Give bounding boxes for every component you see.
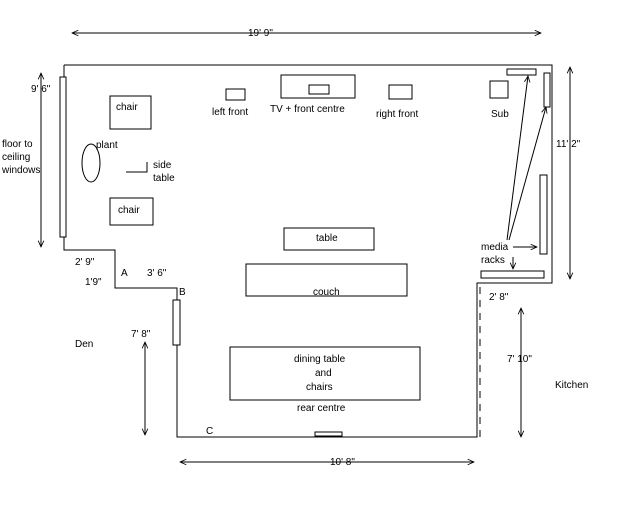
left-height-dimension-label: 9' 6"	[31, 84, 51, 95]
lower-width-dimension-label: 10' 8"	[330, 457, 355, 468]
top-width-dimension-label: 19' 9"	[248, 28, 273, 39]
right-offset-dimension-label: 2' 8"	[489, 292, 509, 303]
step-to-pillar-label: 3' 6"	[147, 268, 167, 279]
point-b-label: B	[179, 287, 186, 298]
sub-label: Sub	[491, 109, 509, 120]
tv-front-centre-label: TV + front centre	[270, 104, 345, 115]
windows-label-line1: floor to	[2, 139, 33, 150]
media-racks-label-line2: racks	[481, 255, 505, 266]
coffee-table	[283, 227, 375, 251]
point-c-label: C	[206, 426, 213, 437]
step-horizontal-label: 2' 9"	[75, 257, 95, 268]
kitchen-label: Kitchen	[555, 380, 588, 391]
right-height-dimension-label: 11' 2"	[556, 139, 581, 150]
side-table	[126, 162, 148, 173]
dining-label-line2: and	[315, 368, 332, 379]
media-rack-right-lower	[539, 174, 548, 255]
dining-table	[229, 346, 421, 401]
plant-icon	[81, 143, 101, 183]
coffee-table-label: table	[316, 233, 338, 244]
plant-label: plant	[96, 140, 118, 151]
point-a-label: A	[121, 268, 128, 279]
media-rack-top	[506, 68, 537, 76]
couch	[245, 263, 408, 297]
media-racks-label-line1: media	[481, 242, 509, 253]
chair-top-label: chair	[116, 102, 138, 113]
media-rack-right-upper	[543, 72, 551, 108]
media-pointer-right-upper	[508, 107, 546, 241]
dining-label-line1: dining table	[294, 354, 346, 365]
windows-label-line3: windows	[1, 165, 40, 176]
left-front-label: left front	[212, 107, 248, 118]
chair-top	[109, 95, 152, 130]
windows-label-line2: ceiling	[2, 152, 30, 163]
chair-bottom-label: chair	[118, 205, 140, 216]
rear-centre-label: rear centre	[297, 403, 346, 414]
chair-bottom	[109, 197, 154, 226]
lower-left-height-dimension-label: 7' 8"	[131, 329, 151, 340]
window-strip	[59, 76, 67, 238]
lower-right-height-dimension-label: 7' 10"	[507, 354, 532, 365]
right-front-speaker	[388, 84, 413, 100]
pillar	[172, 299, 181, 346]
side-table-label-line1: side	[153, 160, 172, 171]
subwoofer	[489, 80, 509, 99]
media-rack-bottom	[480, 270, 545, 279]
step-vertical-label: 1'9"	[85, 277, 102, 288]
media-pointer-top	[506, 76, 528, 241]
right-front-label: right front	[376, 109, 418, 120]
side-table-label-line2: table	[153, 173, 175, 184]
couch-label: couch	[313, 287, 340, 298]
dining-label-line3: chairs	[306, 382, 333, 393]
room-outline	[63, 64, 553, 438]
front-centre-speaker	[308, 84, 330, 95]
den-label: Den	[75, 339, 93, 350]
rear-centre-speaker	[314, 431, 343, 437]
left-front-speaker	[225, 88, 246, 101]
